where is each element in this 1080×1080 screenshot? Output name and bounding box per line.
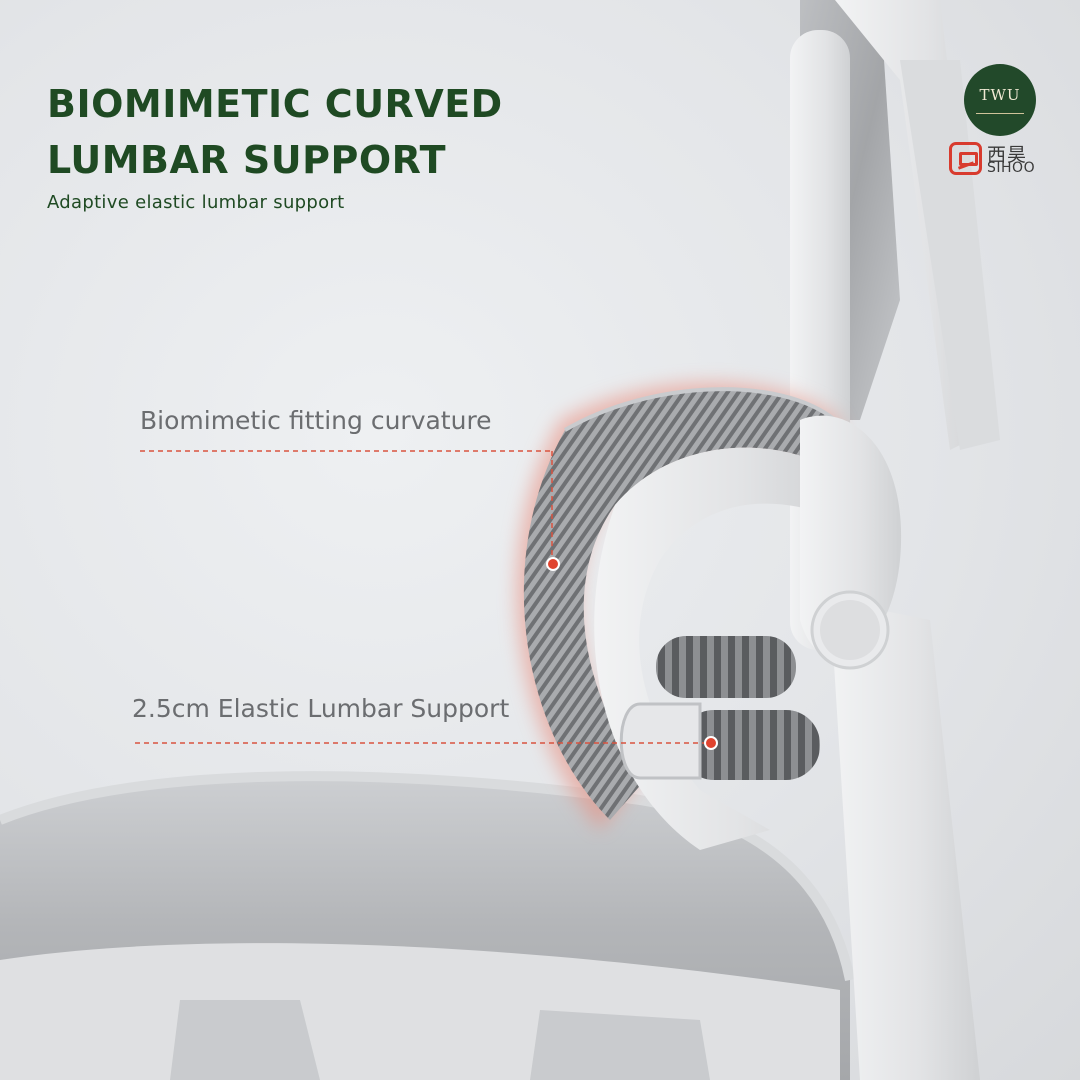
sihoo-logo-en: SIHOO bbox=[987, 160, 1036, 176]
headline: BIOMIMETIC CURVED LUMBAR SUPPORT bbox=[47, 76, 503, 188]
headline-line-1: BIOMIMETIC CURVED bbox=[47, 82, 503, 126]
callout-elastic-lumbar: 2.5cm Elastic Lumbar Support bbox=[132, 694, 510, 723]
twu-logo-text: TWU bbox=[979, 85, 1021, 104]
twu-badge-logo: TWU bbox=[964, 64, 1036, 136]
subheadline: Adaptive elastic lumbar support bbox=[47, 192, 345, 213]
headline-line-2: LUMBAR SUPPORT bbox=[47, 138, 447, 182]
callout-curvature: Biomimetic fitting curvature bbox=[140, 406, 492, 435]
sihoo-logo-icon bbox=[949, 142, 982, 175]
sihoo-logo-cn: 西昊 bbox=[987, 144, 1028, 166]
twu-divider bbox=[976, 112, 1024, 114]
sihoo-logo: 西昊 SIHOO bbox=[949, 142, 1049, 182]
